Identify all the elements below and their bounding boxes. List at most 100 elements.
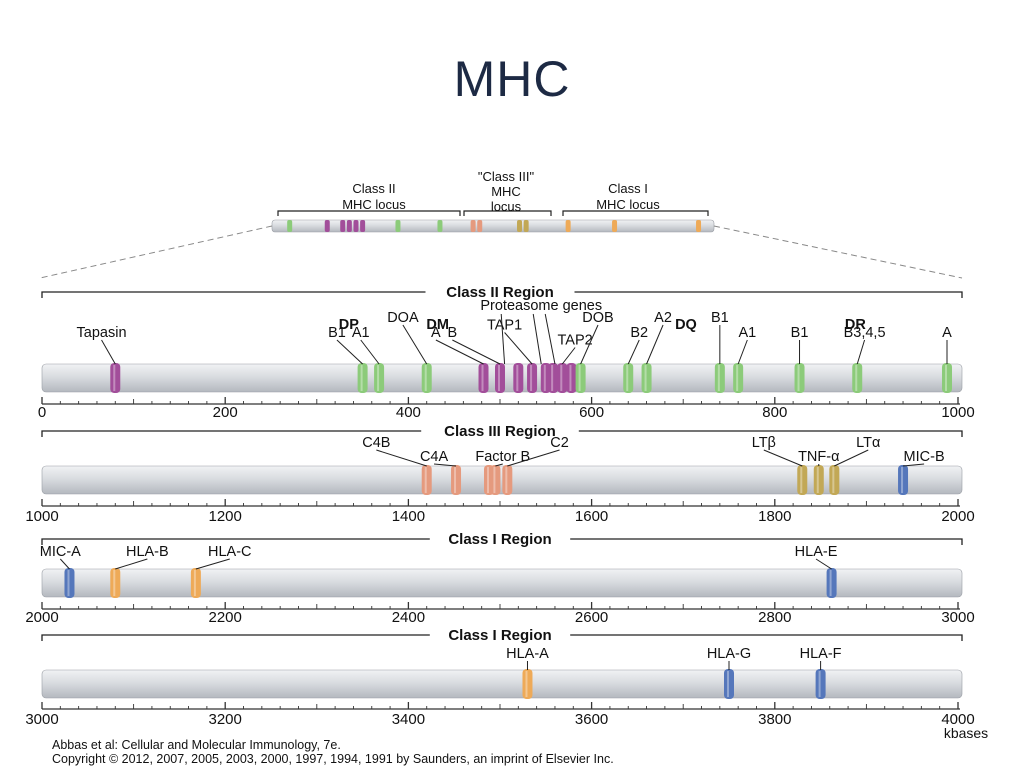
gene-band <box>64 568 75 598</box>
gene-marker: A1 <box>733 325 756 393</box>
gene-group-label: DP <box>339 317 359 333</box>
gene-label: A2 <box>654 310 672 326</box>
gene-leader-line <box>434 463 457 467</box>
gene-leader-line <box>834 449 869 467</box>
gene-label: B <box>448 325 458 341</box>
gene-band <box>548 363 559 393</box>
gene-label: MIC-A <box>40 544 81 560</box>
axis-tick-label: 800 <box>762 404 787 421</box>
gene-leader-line <box>115 558 148 570</box>
axis-tick-label: 2000 <box>941 508 974 525</box>
gene-label: B1 <box>328 325 346 341</box>
gene-marker: A1 <box>352 325 385 393</box>
annotation-leader-line <box>500 313 506 365</box>
overview-gene-band <box>565 220 571 232</box>
gene-leader-line <box>627 339 640 365</box>
gene-band <box>724 669 734 699</box>
gene-label: TNF-α <box>798 449 839 465</box>
axis-tick-label: 4000 <box>941 711 974 728</box>
overview-locus-label: locus <box>491 199 522 214</box>
overview-gene-band <box>287 220 293 232</box>
gene-label: C4B <box>362 435 390 451</box>
gene-band <box>898 465 909 495</box>
gene-label: HLA-A <box>506 646 549 662</box>
gene-band <box>490 465 501 495</box>
gene-band <box>527 363 538 393</box>
axis-tick-label: 2200 <box>209 609 242 626</box>
annotation: Proteasome genes <box>480 298 602 365</box>
axis-tick-label: 1000 <box>941 404 974 421</box>
overview-gene-band <box>395 220 401 232</box>
gene-leader-line <box>902 463 925 467</box>
gene-marker: TNF-α <box>798 449 839 495</box>
overview-gene-band <box>346 220 352 232</box>
citation-line-2: Copyright © 2012, 2007, 2005, 2003, 2000… <box>52 752 614 766</box>
overview-locus-label: Class I <box>608 181 648 196</box>
gene-band <box>110 363 121 393</box>
gene-band <box>813 465 824 495</box>
gene-leader-line <box>856 339 866 365</box>
gene-label: B1 <box>711 310 729 326</box>
gene-leader-line <box>507 449 560 467</box>
overview-gene-band <box>523 220 529 232</box>
axis-tick-label: 2400 <box>392 609 425 626</box>
gene-leader-line <box>504 332 533 365</box>
gene-marker: Factor B <box>475 449 530 495</box>
gene-marker: C4B <box>362 435 432 495</box>
region-bracket-right <box>570 634 963 641</box>
gene-marker: C2 <box>502 435 569 495</box>
gene-group-label: DR <box>845 317 866 333</box>
gene-marker: TAP2 <box>557 333 593 393</box>
gene-band <box>733 363 744 393</box>
gene-marker: HLA-E <box>795 544 838 598</box>
gene-marker: B1 <box>791 325 808 393</box>
gene-label: C2 <box>550 435 569 451</box>
gene-band <box>522 669 533 699</box>
gene-marker: A2 <box>641 310 672 393</box>
region-bracket-right <box>570 538 963 545</box>
overview-locus-label: MHC locus <box>596 197 660 212</box>
axis-tick-label: 1200 <box>209 508 242 525</box>
gene-band <box>421 465 432 495</box>
axis-tick-label: 2800 <box>758 609 791 626</box>
gene-label: HLA-C <box>208 544 252 560</box>
overview-locus-label: Class II <box>352 181 395 196</box>
gene-band <box>575 363 586 393</box>
gene-marker: HLA-A <box>506 646 549 699</box>
gene-band <box>942 363 953 393</box>
zoom-guide-right <box>713 225 963 279</box>
gene-label: HLA-F <box>800 646 842 662</box>
gene-label: B3,4,5 <box>844 325 886 341</box>
annotation-leader-line <box>532 313 542 365</box>
gene-marker: B1 <box>711 310 729 393</box>
gene-band <box>623 363 634 393</box>
overview-gene-band <box>517 220 523 232</box>
gene-marker: HLA-C <box>190 544 252 598</box>
gene-band <box>829 465 840 495</box>
gene-label: HLA-B <box>126 544 169 560</box>
gene-marker: TAP1 <box>487 318 538 393</box>
gene-marker: A <box>431 325 489 393</box>
region-title: Class I Region <box>448 531 551 548</box>
overview-gene-band <box>612 220 618 232</box>
gene-group-label: DQ <box>675 317 697 333</box>
axis-tick-label: 2600 <box>575 609 608 626</box>
gene-band <box>513 363 524 393</box>
region-bracket-left <box>41 430 422 437</box>
gene-leader-line <box>195 558 230 570</box>
gene-leader-line <box>435 339 484 365</box>
gene-label: A <box>942 325 952 341</box>
gene-marker: B2 <box>623 325 648 393</box>
gene-leader-line <box>59 558 70 570</box>
gene-marker: LTβ <box>752 435 808 495</box>
gene-label: TAP1 <box>487 318 522 334</box>
annotation-label: Proteasome genes <box>480 298 602 314</box>
gene-band <box>110 568 121 598</box>
